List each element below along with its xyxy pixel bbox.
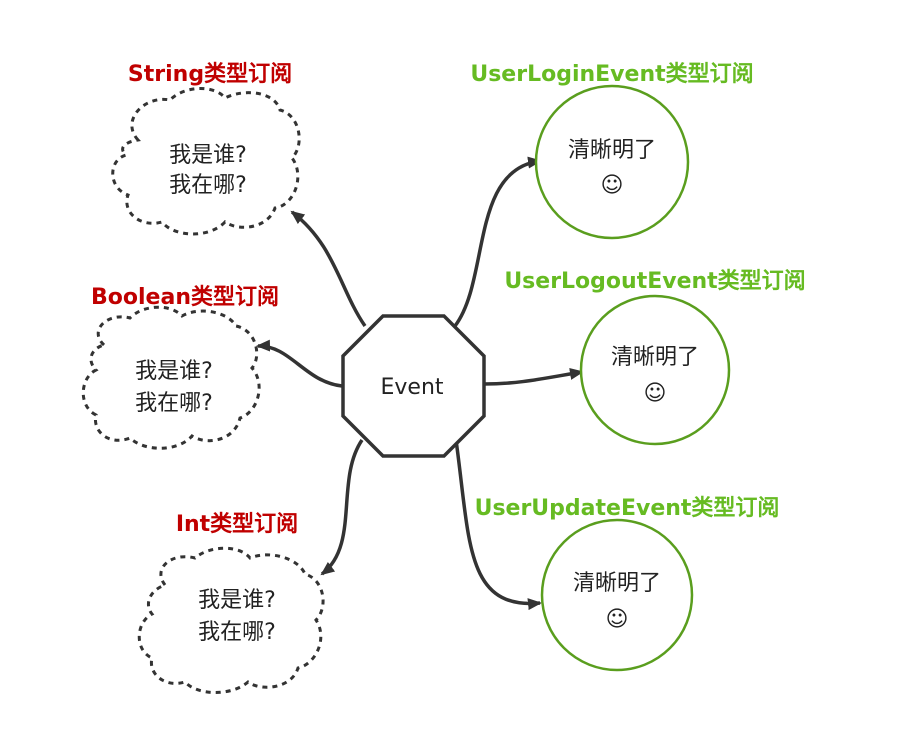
node-title: UserUpdateEvent类型订阅 (475, 496, 780, 521)
edge-to-boolean (256, 339, 343, 388)
node-title: Boolean类型订阅 (91, 285, 279, 310)
circle-line1: 清晰明了 (611, 345, 699, 370)
right-node-userlogin: UserLoginEvent类型订阅 清晰明了 ☺ (470, 62, 754, 240)
subscriber-circle (579, 294, 731, 446)
smiley-icon: ☺ (606, 607, 629, 632)
edges (256, 156, 584, 611)
right-node-userlogout: UserLogoutEvent类型订阅 清晰明了 ☺ (504, 269, 806, 446)
right-node-userupdate: UserUpdateEvent类型订阅 清晰明了 ☺ (475, 496, 780, 672)
circle-line1: 清晰明了 (568, 138, 656, 163)
left-node-boolean: Boolean类型订阅 我是谁? 我在哪? (81, 285, 279, 450)
left-node-int: Int类型订阅 我是谁? 我在哪? (137, 512, 325, 694)
edge-to-userupdate (454, 439, 542, 611)
node-title: UserLogoutEvent类型订阅 (504, 269, 805, 294)
cloud-line2: 我在哪? (169, 173, 247, 198)
thought-cloud (111, 87, 301, 236)
left-node-string: String类型订阅 我是谁? 我在哪? (111, 62, 301, 236)
thought-cloud (137, 546, 325, 694)
smiley-icon: ☺ (644, 381, 667, 406)
edge-to-userlogin (453, 156, 542, 328)
edge-to-int (320, 439, 364, 576)
event-label: Event (380, 375, 443, 400)
cloud-line2: 我在哪? (198, 620, 276, 645)
subscriber-circle (534, 84, 690, 240)
node-title: Int类型订阅 (176, 512, 298, 537)
thought-cloud (81, 305, 261, 450)
cloud-line1: 我是谁? (135, 359, 213, 384)
smiley-icon: ☺ (601, 173, 624, 198)
edge-to-string (290, 210, 367, 327)
cloud-line1: 我是谁? (169, 143, 247, 168)
node-title: String类型订阅 (128, 62, 292, 87)
event-octagon (341, 314, 486, 458)
event-node: Event (341, 314, 486, 458)
node-title: UserLoginEvent类型订阅 (470, 62, 753, 87)
cloud-line1: 我是谁? (198, 588, 276, 613)
circle-line1: 清晰明了 (573, 571, 661, 596)
cloud-line2: 我在哪? (135, 391, 213, 416)
subscriber-circle (540, 518, 694, 672)
edge-to-userlogout (483, 367, 584, 386)
